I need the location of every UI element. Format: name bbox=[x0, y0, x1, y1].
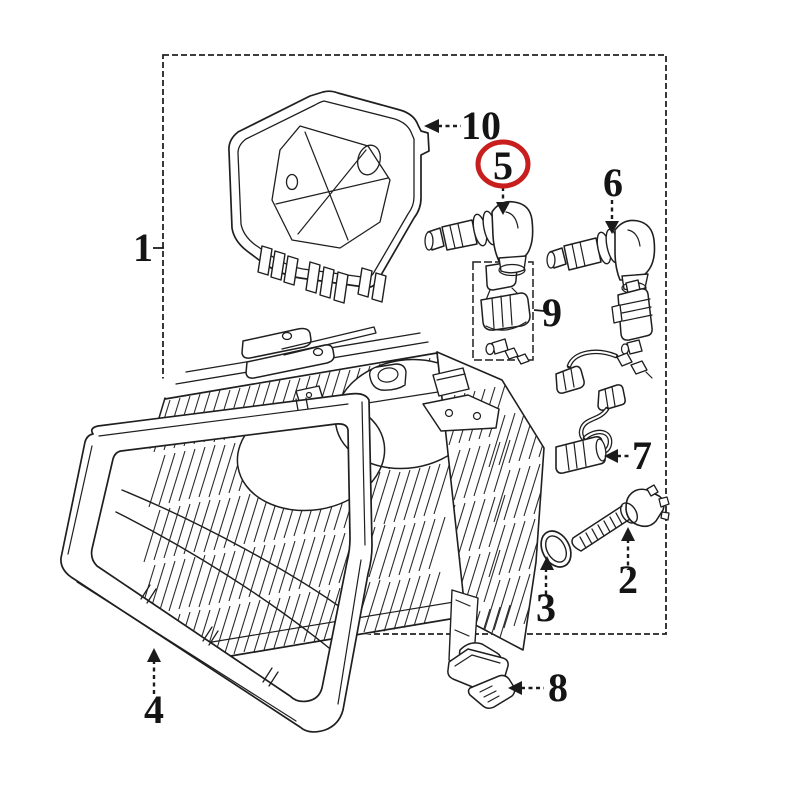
callout-7-label[interactable]: 7 bbox=[632, 433, 652, 478]
callout-8-label[interactable]: 8 bbox=[548, 665, 568, 710]
part-3-oring-drawing bbox=[540, 530, 572, 568]
diagram-frame bbox=[162, 54, 667, 635]
callout-9-label[interactable]: 9 bbox=[542, 290, 562, 335]
callout-7[interactable]: 7 bbox=[604, 433, 652, 478]
callout-5-label[interactable]: 5 bbox=[493, 143, 513, 188]
part-8-clip-drawing bbox=[447, 642, 516, 710]
part-5-bulb-drawing bbox=[424, 200, 534, 277]
callout-2-arrowhead bbox=[621, 527, 635, 541]
callout-7-arrowhead bbox=[604, 449, 618, 463]
part-4-bezel-drawing bbox=[60, 392, 373, 733]
callout-9-leader bbox=[533, 309, 545, 312]
part-6-bulb-drawing bbox=[546, 219, 656, 295]
part-9-socket-drawing bbox=[472, 261, 534, 365]
callout-5[interactable]: 5 bbox=[475, 139, 531, 215]
callout-9[interactable]: 9 bbox=[533, 290, 562, 335]
callout-3-label[interactable]: 3 bbox=[536, 585, 556, 630]
callout-6-label[interactable]: 6 bbox=[603, 160, 623, 205]
callout-2[interactable]: 2 bbox=[618, 527, 638, 602]
callout-6[interactable]: 6 bbox=[603, 160, 623, 234]
callout-8-arrowhead bbox=[508, 681, 522, 695]
part-6-connector-drawing bbox=[611, 279, 653, 379]
callout-4[interactable]: 4 bbox=[144, 648, 164, 732]
callout-3[interactable]: 3 bbox=[536, 556, 556, 630]
callout-4-label[interactable]: 4 bbox=[144, 687, 164, 732]
highlight-circle bbox=[475, 139, 531, 189]
callout-2-label[interactable]: 2 bbox=[618, 557, 638, 602]
part-10-seal-drawing bbox=[228, 90, 430, 304]
part-7-harness-drawing bbox=[555, 349, 626, 474]
callout-4-arrowhead bbox=[147, 648, 161, 662]
callout-10-arrowhead bbox=[424, 119, 439, 133]
callout-3-arrowhead bbox=[540, 556, 554, 570]
callout-10-label[interactable]: 10 bbox=[461, 103, 501, 148]
callout-5-arrowhead bbox=[496, 202, 510, 215]
callout-1[interactable]: 1 bbox=[133, 225, 164, 270]
part-2-screw-drawing bbox=[571, 484, 670, 552]
callout-8[interactable]: 8 bbox=[508, 665, 568, 710]
callout-10[interactable]: 10 bbox=[424, 103, 501, 148]
callout-6-arrowhead bbox=[605, 221, 619, 234]
callout-1-label[interactable]: 1 bbox=[133, 225, 153, 270]
